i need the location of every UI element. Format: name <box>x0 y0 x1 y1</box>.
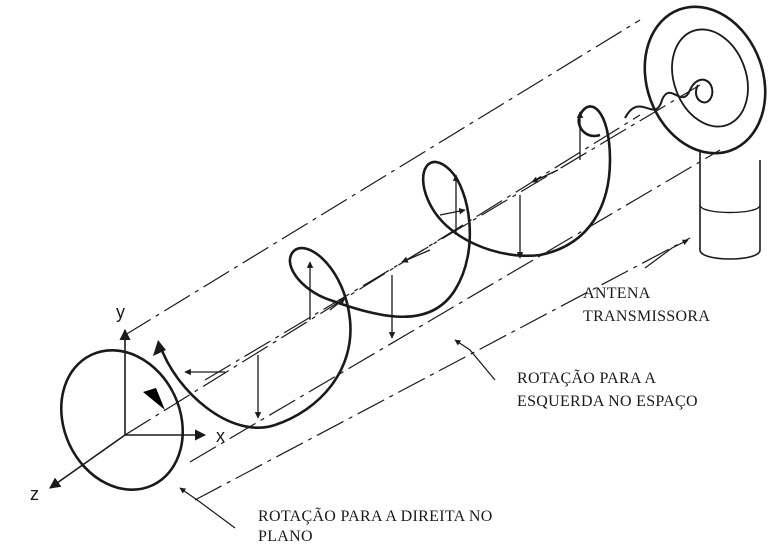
helix-curve <box>158 105 612 429</box>
antenna-label-line2: TRANSMISSORA <box>583 308 711 325</box>
dish-antenna <box>624 5 767 260</box>
envelope-lower-line <box>194 237 691 501</box>
dish-rim <box>643 5 767 155</box>
right-rotation-label-line1: ROTAÇÃO PARA A DIREITA NO <box>258 508 493 525</box>
plane-rotation-arrow-icon <box>143 388 165 410</box>
cylinder-envelope <box>124 19 721 501</box>
feed-coil <box>624 78 714 119</box>
field-vector <box>439 207 466 216</box>
right-rotation-label-line2: PLANO <box>258 528 313 545</box>
field-vector <box>531 169 559 183</box>
envelope-top-line <box>124 19 641 336</box>
field-vectors <box>184 111 584 419</box>
dish-base-ellipse <box>699 204 761 214</box>
antenna-leader <box>644 239 689 269</box>
dish-inner-ring <box>671 28 749 128</box>
leader-lines <box>179 239 689 529</box>
dish-support <box>699 150 761 260</box>
axis-label-x: x <box>216 426 225 446</box>
propagation-axis <box>124 114 641 436</box>
axis-label-z: z <box>30 484 39 504</box>
left-rotation-label-line2: ESQUERDA NO ESPAÇO <box>517 393 698 410</box>
antenna-label-line1: ANTENA <box>583 285 651 302</box>
envelope-bottom-line <box>189 149 721 463</box>
axis-label-y: y <box>116 302 125 322</box>
left-rotation-label-line1: ROTAÇÃO PARA A <box>517 370 657 387</box>
field-vector <box>329 297 346 311</box>
left-rotation-leader <box>454 339 496 381</box>
field-vector <box>401 249 431 263</box>
right-rotation-leader <box>179 487 236 529</box>
plane-rotation-circle <box>59 348 185 492</box>
helix-start-arrow-icon <box>153 340 166 356</box>
coordinate-axes <box>49 328 207 489</box>
z-axis <box>49 434 126 489</box>
